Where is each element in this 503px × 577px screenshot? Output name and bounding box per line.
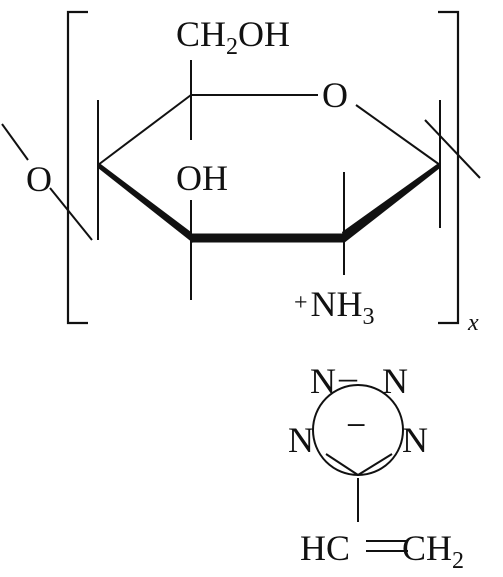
right-bracket	[438, 10, 460, 325]
bond-left-tail	[1, 123, 29, 161]
ring-bond-c5-c4	[97, 94, 192, 166]
tetrazole-nitrogen-2: N	[310, 361, 336, 401]
ring-oxygen-label: O	[322, 75, 348, 115]
ring-bond-c4-c3-wedge	[98, 162, 193, 243]
tetrazole-nitrogen-3: N	[382, 361, 408, 401]
bond-bridge-o-to-crossing	[49, 187, 93, 241]
hydroxyl-label: OH	[176, 158, 228, 198]
left-bracket	[66, 10, 88, 325]
bridge-oxygen-label: O	[26, 159, 52, 199]
vinyltetrazolate-anion	[312, 384, 408, 552]
tetrazole-nitrogen-4: N	[402, 420, 428, 460]
bond-right-crossing	[424, 119, 481, 179]
chitosan-repeat-unit	[1, 10, 481, 325]
repeat-subscript-label: x	[467, 310, 479, 336]
ch2oh-label: CH2OH	[176, 14, 290, 60]
tetrazole-nitrogen-1: N	[288, 420, 314, 460]
ring-bond-o-c1	[355, 104, 441, 166]
ring-negative-charge: −	[346, 405, 366, 445]
tetrazole-bond-n2-n3-dash: –	[338, 357, 358, 397]
tetrazole-bond-c5-n1	[325, 453, 359, 476]
tetrazole-bond-c5-n4	[357, 453, 393, 476]
ring-bond-c2-c1-wedge	[342, 162, 440, 243]
ammonium-label: +NH3	[294, 284, 375, 330]
